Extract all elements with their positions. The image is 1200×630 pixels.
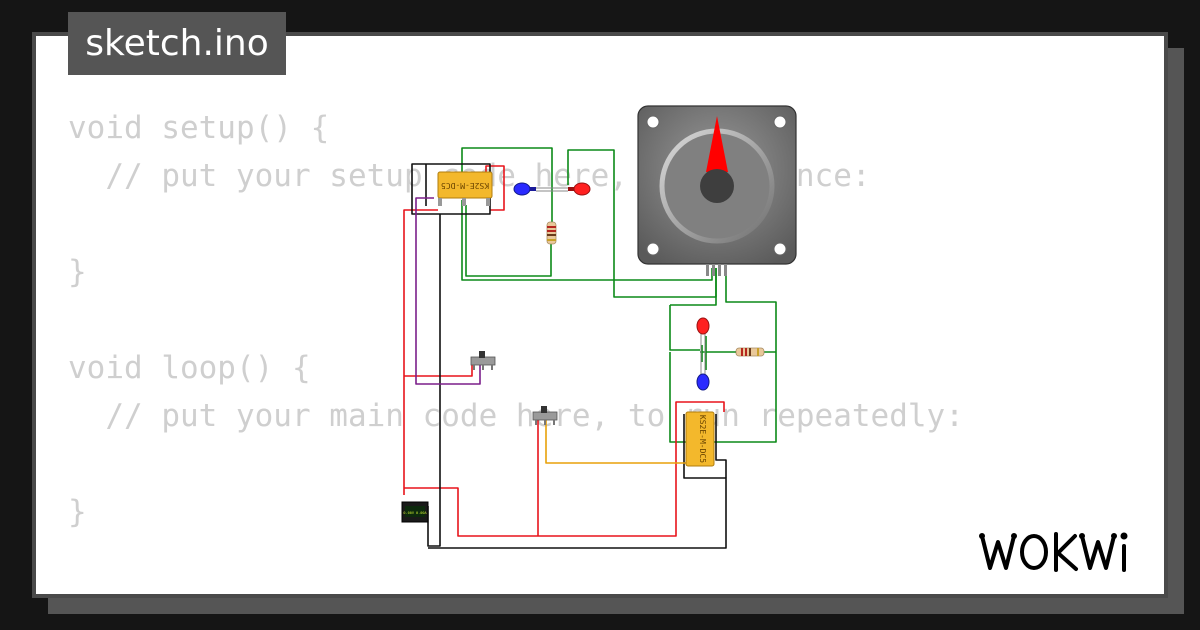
led-blue-bottom[interactable] (696, 373, 710, 391)
pointer-icon (706, 116, 728, 172)
led-blue-top[interactable] (513, 182, 536, 196)
resistor-bottom[interactable] (735, 347, 765, 357)
power-module-label: 0.00V 0.00A (403, 511, 427, 515)
led-legs-bottom (700, 334, 706, 374)
purple-wire (415, 197, 481, 385)
file-tab[interactable]: sketch.ino (68, 12, 286, 75)
led-red-top[interactable] (568, 182, 591, 196)
red-wires (403, 165, 725, 537)
code-line: } (68, 494, 87, 530)
resistor-top[interactable] (546, 221, 557, 245)
black-wires (411, 163, 727, 549)
slide-switch-middle[interactable] (532, 406, 558, 425)
led-legs-top (536, 187, 568, 192)
relay-top[interactable]: KS2E-M-DC5 (437, 171, 493, 206)
wokwi-logo[interactable] (978, 528, 1150, 576)
code-line: } (68, 254, 87, 290)
relay-top-label: KS2E-M-DC5 (441, 181, 489, 190)
project-card (32, 32, 1168, 598)
relay-bottom-label: KS2E-M-DC5 (698, 415, 707, 463)
code-line: void setup() { (68, 110, 330, 146)
slide-switch-left[interactable] (470, 351, 496, 370)
stepper-motor[interactable] (637, 105, 797, 276)
code-line: void loop() { (68, 350, 311, 386)
power-module[interactable]: 0.00V 0.00A (401, 501, 429, 523)
relay-bottom[interactable]: KS2E-M-DC5 (685, 411, 715, 467)
led-red-bottom[interactable] (696, 317, 710, 335)
orange-wire (545, 420, 688, 464)
code-line: // put your main code here, to run repea… (68, 398, 964, 434)
